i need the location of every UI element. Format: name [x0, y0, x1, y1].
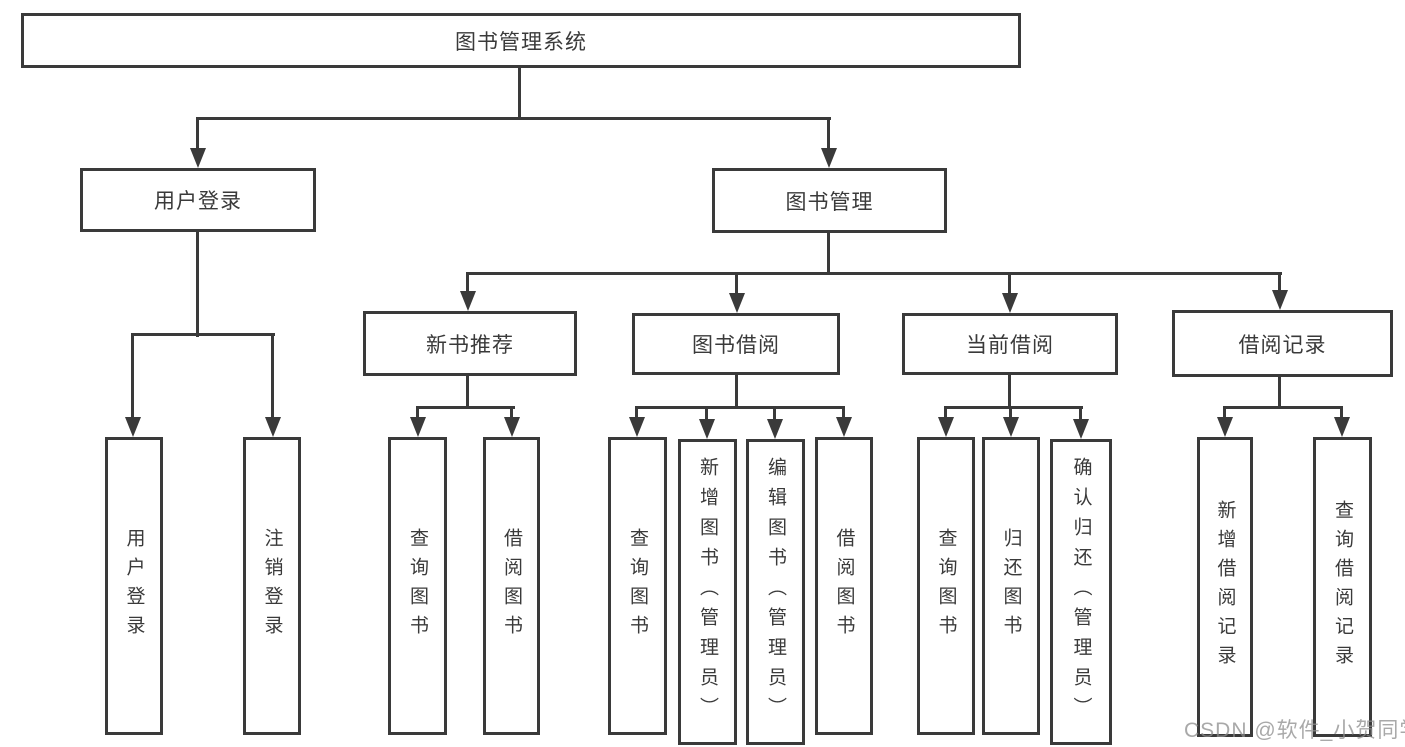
connector-line: [1278, 272, 1281, 292]
leaf-label: 查询借阅记录: [1332, 500, 1353, 674]
arrow-down-icon: [938, 417, 954, 437]
arrow-down-icon: [1073, 419, 1089, 439]
connector-line: [196, 117, 831, 120]
leaf-add-borrow-record: 新增借阅记录: [1197, 437, 1253, 737]
connector-line: [518, 66, 521, 119]
arrow-down-icon: [1003, 417, 1019, 437]
arrow-down-icon: [821, 148, 837, 168]
connector-line: [944, 406, 947, 419]
leaf-query-books-borrowing: 查询图书: [608, 437, 667, 735]
arrow-down-icon: [265, 417, 281, 437]
node-current-borrowing: 当前借阅: [902, 313, 1118, 375]
arrow-down-icon: [729, 293, 745, 313]
connector-line: [1079, 406, 1082, 421]
connector-line: [635, 406, 638, 419]
leaf-label: 新增借阅记录: [1214, 500, 1236, 674]
arrow-down-icon: [836, 417, 852, 437]
leaf-logout: 注销登录: [243, 437, 301, 735]
leaf-label: 借阅图书: [833, 528, 855, 644]
connector-line: [510, 406, 513, 419]
leaf-label: 确认归还（管理员）: [1070, 457, 1092, 727]
leaf-return-books: 归还图书: [982, 437, 1040, 735]
connector-line: [1008, 272, 1011, 295]
connector-line: [466, 374, 469, 408]
connector-line: [1223, 406, 1226, 419]
leaf-add-books-admin: 新增图书（管理员）: [678, 439, 737, 745]
arrow-down-icon: [460, 291, 476, 311]
connector-line: [271, 333, 274, 419]
connector-line: [196, 117, 199, 151]
connector-line: [773, 406, 776, 421]
connector-line: [842, 406, 845, 419]
arrow-down-icon: [190, 148, 206, 168]
arrow-down-icon: [1002, 293, 1018, 313]
arrow-down-icon: [767, 419, 783, 439]
leaf-label: 新增图书（管理员）: [697, 457, 718, 727]
connector-line: [1278, 375, 1281, 408]
connector-line: [735, 373, 738, 409]
connector-line: [827, 231, 830, 275]
node-user-login: 用户登录: [80, 168, 316, 232]
leaf-label: 注销登录: [261, 528, 283, 644]
connector-line: [416, 406, 419, 419]
leaf-label: 用户登录: [123, 528, 145, 644]
node-new-book-recommend: 新书推荐: [363, 311, 577, 376]
leaf-query-books-recommend: 查询图书: [388, 437, 447, 735]
node-root: 图书管理系统: [21, 13, 1021, 68]
connector-line: [735, 272, 738, 295]
node-book-borrowing: 图书借阅: [632, 313, 840, 375]
leaf-confirm-return-admin: 确认归还（管理员）: [1050, 439, 1112, 745]
connector-line: [944, 406, 1083, 409]
arrow-down-icon: [1272, 290, 1288, 310]
connector-line: [131, 333, 275, 336]
arrow-down-icon: [125, 417, 141, 437]
arrow-down-icon: [1334, 417, 1350, 437]
leaf-label: 查询图书: [627, 528, 648, 644]
connector-line: [131, 333, 134, 419]
connector-line: [416, 406, 515, 409]
leaf-label: 归还图书: [1000, 528, 1022, 644]
connector-line: [635, 406, 845, 409]
leaf-label: 查询图书: [407, 528, 428, 644]
connector-line: [827, 117, 830, 151]
csdn-watermark: CSDN @软件_小贺同学: [1184, 719, 1405, 742]
arrow-down-icon: [629, 417, 645, 437]
connector-line: [705, 406, 708, 421]
leaf-borrow-books-recommend: 借阅图书: [483, 437, 540, 735]
arrow-down-icon: [1217, 417, 1233, 437]
leaf-query-books-current: 查询图书: [917, 437, 975, 735]
leaf-label: 借阅图书: [501, 528, 522, 644]
connector-line: [1008, 373, 1011, 409]
connector-line: [196, 230, 199, 337]
connector-line: [466, 272, 1282, 275]
connector-line: [466, 272, 469, 293]
leaf-query-borrow-record: 查询借阅记录: [1313, 437, 1372, 737]
arrow-down-icon: [410, 417, 426, 437]
connector-line: [1340, 406, 1343, 419]
node-book-management: 图书管理: [712, 168, 947, 233]
arrow-down-icon: [504, 417, 520, 437]
arrow-down-icon: [699, 419, 715, 439]
leaf-borrow-books: 借阅图书: [815, 437, 873, 735]
node-borrowing-records: 借阅记录: [1172, 310, 1393, 377]
connector-line: [1223, 406, 1343, 409]
leaf-user-login: 用户登录: [105, 437, 163, 735]
connector-line: [1009, 406, 1012, 419]
leaf-edit-books-admin: 编辑图书（管理员）: [746, 439, 805, 745]
leaf-label: 编辑图书（管理员）: [765, 457, 786, 727]
leaf-label: 查询图书: [935, 528, 957, 644]
